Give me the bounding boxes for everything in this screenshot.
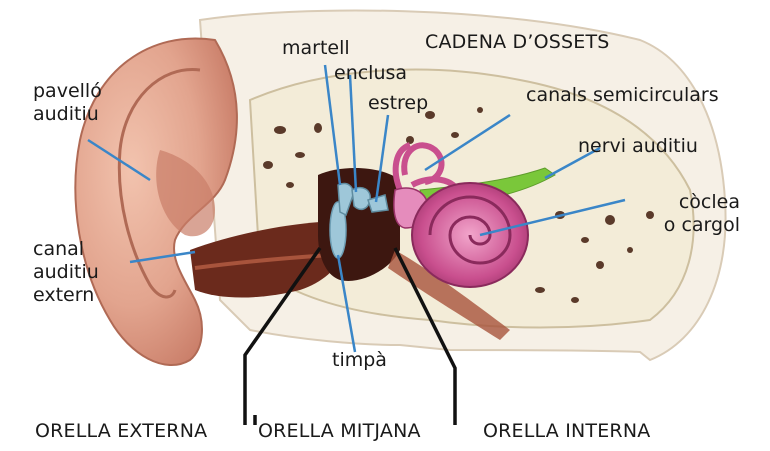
label-enclusa: enclusa bbox=[334, 62, 407, 85]
label-coclea-line2: o cargol bbox=[630, 214, 740, 237]
label-pavello-line2: auditiu bbox=[33, 103, 102, 126]
label-canal-line1: canal bbox=[33, 238, 99, 261]
label-coclea-line1: còclea bbox=[630, 191, 740, 214]
label-canals-semicirculars: canals semicirculars bbox=[526, 84, 719, 107]
cochlea bbox=[412, 183, 528, 287]
label-pavello: pavelló auditiu bbox=[33, 80, 102, 126]
label-orella-interna: ORELLA INTERNA bbox=[483, 420, 650, 443]
label-canal-line3: extern bbox=[33, 284, 99, 307]
label-coclea: còclea o cargol bbox=[630, 191, 740, 237]
label-timpa: timpà bbox=[332, 349, 387, 372]
label-canal-line2: auditiu bbox=[33, 261, 99, 284]
label-orella-externa: ORELLA EXTERNA bbox=[35, 420, 207, 443]
label-orella-mitjana: ORELLA MITJANA bbox=[258, 420, 421, 443]
label-estrep: estrep bbox=[368, 92, 428, 115]
label-cadena-ossets: CADENA D’OSSETS bbox=[425, 31, 610, 54]
label-pavello-line1: pavelló bbox=[33, 80, 102, 103]
label-canal-auditiu: canal auditiu extern bbox=[33, 238, 99, 307]
label-nervi-auditiu: nervi auditiu bbox=[578, 135, 698, 158]
label-martell: martell bbox=[282, 37, 350, 60]
